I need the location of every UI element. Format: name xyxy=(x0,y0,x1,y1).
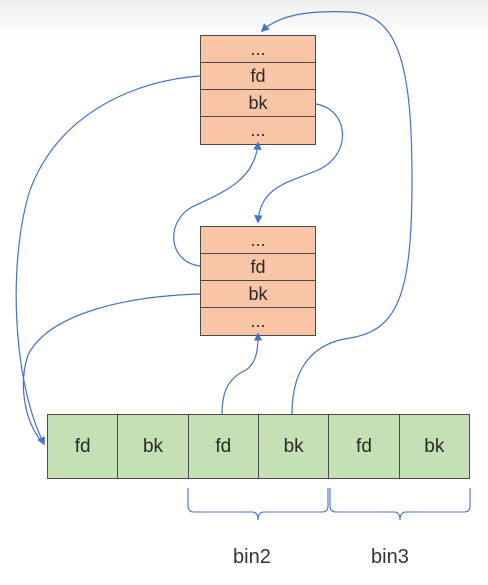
bin2-bk: bk xyxy=(259,415,330,478)
chunk-top-fd: fd xyxy=(201,63,315,90)
bracket-bin3 xyxy=(329,488,471,521)
bin3-label: bin3 xyxy=(371,546,409,568)
bin1-bk: bk xyxy=(118,415,189,478)
bin1-fd: fd xyxy=(48,415,119,478)
chunk-mid-fd: fd xyxy=(201,254,315,281)
arrow-top-fd-to-bin1 xyxy=(15,75,201,446)
chunk-mid-ellipsis-lower: ... xyxy=(250,311,266,331)
bin-array: fd bk fd bk fd bk xyxy=(47,414,470,479)
chunk-top-ellipsis-lower: ... xyxy=(250,120,266,140)
bin3-fd: fd xyxy=(329,415,400,478)
arrow-bin2-fd-to-mid xyxy=(221,332,263,415)
chunk-mid-bk: bk xyxy=(201,281,315,308)
bin2-label: bin2 xyxy=(233,546,271,568)
chunk-top: ... fd bk ... xyxy=(200,35,316,145)
bracket-bin2 xyxy=(187,488,329,521)
chunk-top-bk: bk xyxy=(201,90,315,117)
chunk-mid: ... fd bk ... xyxy=(200,226,316,336)
chunk-top-ellipsis-upper: ... xyxy=(201,36,315,63)
chunk-mid-ellipsis-upper: ... xyxy=(201,227,315,254)
bin3-bk: bk xyxy=(424,435,445,457)
background-fade xyxy=(0,0,488,40)
bin2-fd: fd xyxy=(189,415,259,478)
